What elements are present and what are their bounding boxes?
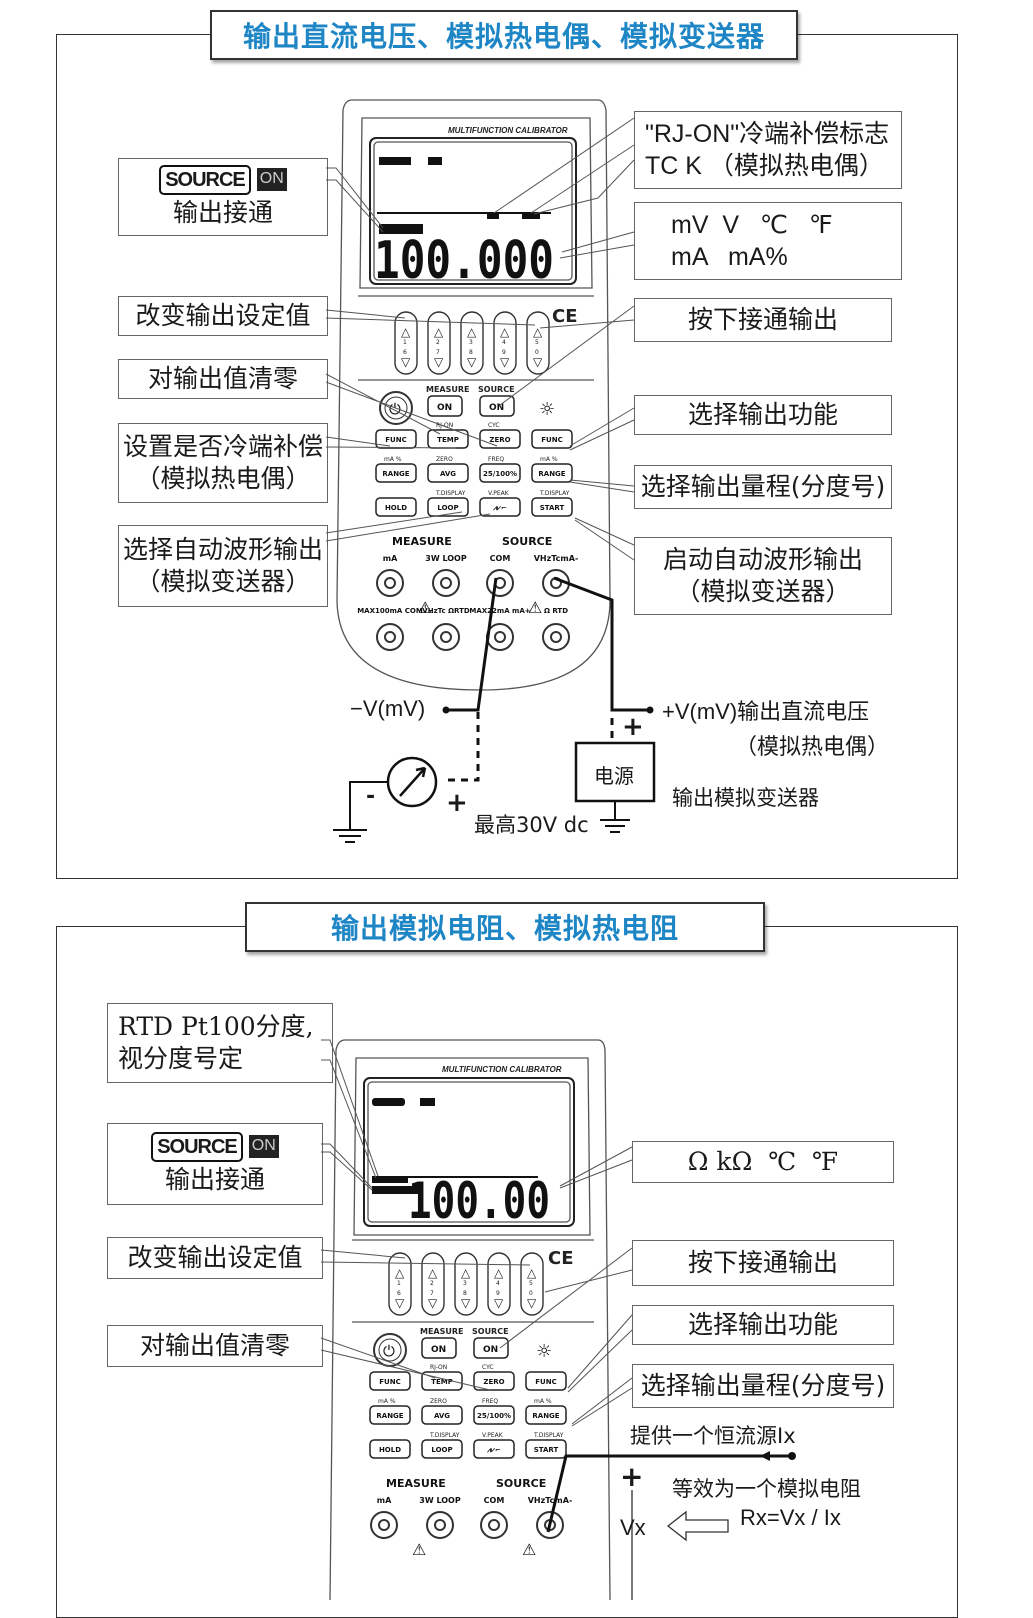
transmitter-label: 输出模拟变送器 [672,786,819,810]
callout-press-output: 按下接通输出 [634,298,892,342]
callout-text: 按下接通输出 [687,304,838,334]
plus-sign: + [622,712,644,742]
callout-units: mV V ℃ ℉ mA mA% [634,202,902,280]
on-indicator: ON [256,168,287,192]
pos-voltage-text: +V(mV)输出直流电压 [662,699,870,724]
callout-text: 对输出值清零 [147,363,298,393]
callout-text: RTD Pt100分度, [118,1011,314,1041]
callout-text-2: 视分度号定 [118,1044,244,1073]
callout-text: 设置是否冷端补偿 [122,431,323,461]
callout-press-output: 按下接通输出 [632,1240,894,1286]
current-source-label: 提供一个恒流源Ix [630,1420,796,1450]
callout-text: 选择输出量程(分度号) [640,1370,886,1400]
callout-rj-on-flag: "RJ-ON"冷端补偿标志 TC K （模拟热电偶） [634,111,902,189]
callout-text: 启动自动波形输出 [662,544,863,574]
callout-source-on: SOURCE ON 输出接通 [118,158,328,236]
callout-text: 改变输出设定值 [135,300,311,330]
equiv-resistor-label: 等效为一个模拟电阻 [672,1477,861,1501]
pos-voltage-sub: （模拟热电偶） [735,735,890,760]
callout-auto-waveform: 选择自动波形输出 （模拟变送器） [118,525,328,607]
callout-text: 对输出值清零 [139,1330,290,1360]
meter-plus: + [446,788,468,818]
callout-zero-output: 对输出值清零 [107,1325,323,1367]
callout-cold-junction: 设置是否冷端补偿 （模拟热电偶） [118,423,328,503]
callout-change-setpoint: 改变输出设定值 [107,1237,323,1279]
callout-text-2: TC K （模拟热电偶） [645,152,884,180]
callout-text: 按下接通输出 [687,1247,838,1277]
current-source-text: 提供一个恒流源Ix [630,1424,796,1448]
max-voltage-label: 最高30V dc [474,813,589,837]
callout-text: 选择自动波形输出 [122,534,323,564]
callout-text: "RJ-ON"冷端补偿标志 [645,119,890,148]
vx-label: Vx [620,1515,646,1540]
panel1-title: 输出直流电压、模拟热电偶、模拟变送器 [210,10,798,60]
callout-select-range: 选择输出量程(分度号) [634,465,892,509]
formula-label: Rx=Vx / Ix [740,1505,841,1530]
callout-start-waveform: 启动自动波形输出 （模拟变送器） [634,537,892,615]
callout-text: 选择输出功能 [687,399,838,429]
panel2-title: 输出模拟电阻、模拟热电阻 [245,902,765,952]
callout-text: 输出接通 [164,1164,265,1194]
callout-text: mV V ℃ ℉ [671,210,833,239]
vx-plus: + [620,1460,644,1493]
callout-text-2: （模拟变送器） [675,577,851,606]
source-indicator: SOURCE [159,164,251,195]
callout-text-2: （模拟热电偶） [135,464,311,493]
source-on-badge: SOURCE ON [159,164,287,195]
callout-units: Ω kΩ ℃ ℉ [632,1141,894,1183]
neg-voltage-label: −V(mV) [350,696,426,721]
callout-select-range: 选择输出量程(分度号) [632,1364,894,1408]
callout-text: 选择输出功能 [687,1309,838,1339]
callout-rtd-pt100: RTD Pt100分度, 视分度号定 [107,1003,333,1083]
callout-change-setpoint: 改变输出设定值 [118,296,328,336]
callout-text-2: mA mA% [671,243,788,271]
callout-text: 选择输出量程(分度号) [640,471,886,501]
callout-text: 改变输出设定值 [127,1242,303,1272]
callout-select-function: 选择输出功能 [634,395,892,435]
meter-minus: - [366,784,376,809]
source-indicator: SOURCE [151,1131,243,1162]
callout-select-function: 选择输出功能 [632,1305,894,1345]
callout-source-on: SOURCE ON 输出接通 [107,1123,323,1205]
callout-text: 输出接通 [172,197,273,227]
pos-voltage-label: +V(mV)输出直流电压 [662,694,869,726]
callout-zero-output: 对输出值清零 [118,359,328,399]
callout-text-2: （模拟变送器） [135,567,311,596]
on-indicator: ON [248,1135,279,1159]
callout-text: Ω kΩ ℃ ℉ [687,1146,839,1176]
power-box-label: 电源 [594,764,634,788]
source-on-badge: SOURCE ON [151,1131,279,1162]
